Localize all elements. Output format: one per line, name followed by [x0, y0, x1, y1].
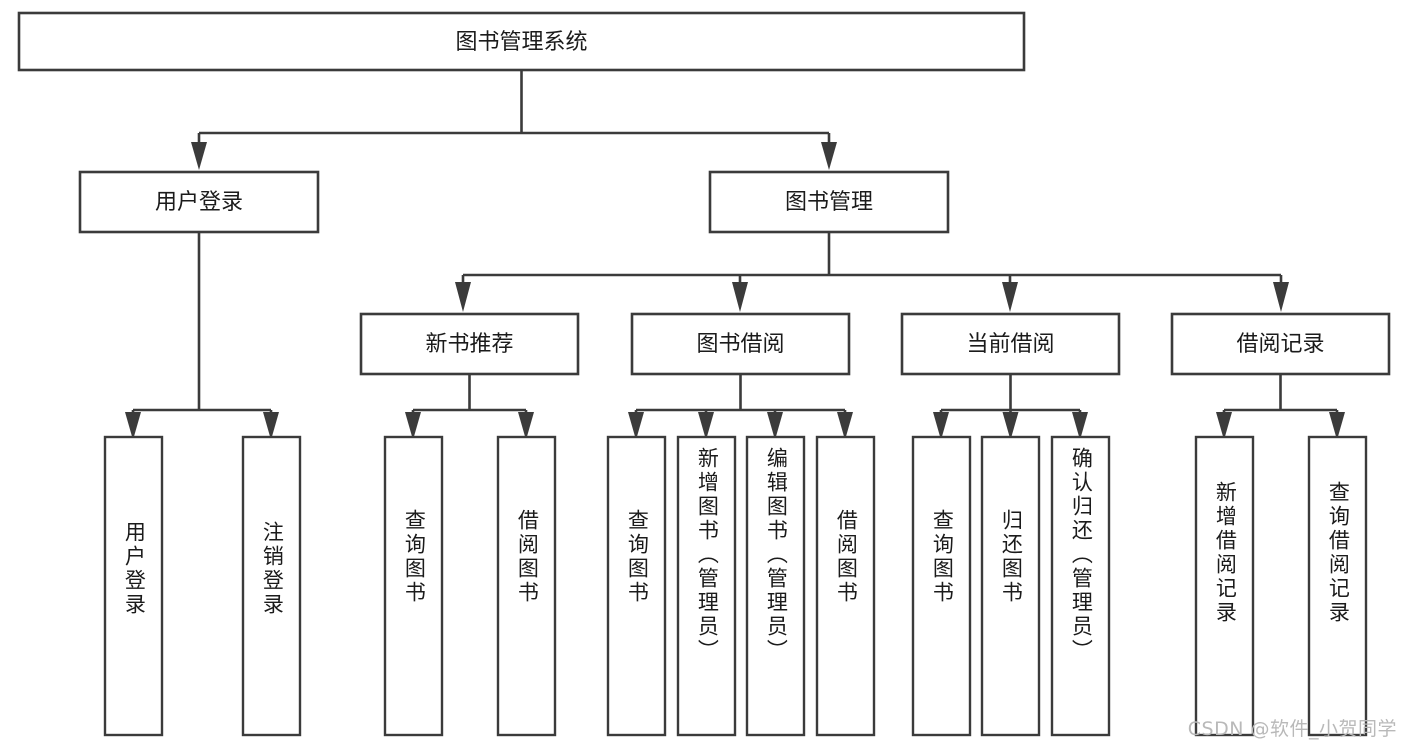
arrowhead-login-leaf2-icon: [263, 412, 279, 440]
arrowhead-bookborrow-leaf1-icon: [628, 412, 644, 440]
node-book-management-rect: [708, 170, 950, 234]
node-current-borrow-label: 当前借阅: [966, 332, 1054, 357]
leaf-user-login-1-rect[interactable]: [241, 435, 302, 737]
leaf-book-borrow-3-rect[interactable]: [815, 435, 876, 737]
arrowhead-newbook-leaf2-icon: [518, 412, 534, 440]
arrowhead-borrowrecord-leaf2-icon: [1329, 412, 1345, 440]
node-new-book-recommend-label: 新书推荐: [425, 332, 513, 357]
leaf-current-borrow-1-rect[interactable]: [980, 435, 1041, 737]
arrowhead-borrowrecord-leaf1-icon: [1216, 412, 1232, 440]
leaf-borrow-record-1-rect[interactable]: [1307, 435, 1368, 737]
arrowhead-currentborrow-icon: [1002, 282, 1018, 312]
arrowhead-bookborrow-leaf4-icon: [837, 412, 853, 440]
node-book-borrow-rect: [630, 312, 851, 376]
node-book-management-label: 图书管理: [785, 190, 873, 215]
arrowhead-newbook-leaf1-icon: [405, 412, 421, 440]
leaf-book-borrow-0-rect[interactable]: [606, 435, 667, 737]
arrowhead-bookmgmt-icon: [821, 142, 837, 170]
arrowhead-login-icon: [191, 142, 207, 170]
csdn-watermark: CSDN @软件_小贺同学: [1187, 718, 1397, 740]
node-new-book-recommend-rect: [359, 312, 580, 376]
arrowhead-currentborrow-leaf2-icon: [1002, 412, 1019, 440]
node-current-borrow-rect: [900, 312, 1121, 376]
leaf-current-borrow-0-rect[interactable]: [911, 435, 972, 737]
node-root[interactable]: 图书管理系统: [17, 11, 1026, 72]
node-book-borrow-label: 图书借阅: [696, 332, 784, 357]
leaf-user-login-0-rect[interactable]: [103, 435, 164, 737]
arrowhead-bookborrow-leaf2-icon: [698, 412, 714, 440]
node-borrow-record-label: 借阅记录: [1236, 332, 1324, 357]
node-borrow-record[interactable]: 借阅记录: [1170, 312, 1391, 376]
arrowhead-bookborrow-leaf3-icon: [767, 412, 783, 440]
node-root-rect: [17, 11, 1026, 72]
arrowhead-login-leaf1-icon: [125, 412, 141, 440]
leaf-book-borrow-1-rect[interactable]: [676, 435, 737, 737]
node-book-management[interactable]: 图书管理: [708, 170, 950, 234]
leaf-borrow-record-0-rect[interactable]: [1194, 435, 1255, 737]
arrowhead-bookborrow-icon: [732, 282, 748, 312]
arrowhead-borrowrecord-icon: [1273, 282, 1289, 312]
leaf-current-borrow-2-rect[interactable]: [1050, 435, 1111, 737]
node-borrow-record-rect: [1170, 312, 1391, 376]
node-current-borrow[interactable]: 当前借阅: [900, 312, 1121, 376]
node-user-login[interactable]: 用户登录: [78, 170, 320, 234]
node-user-login-label: 用户登录: [155, 190, 243, 215]
arrowhead-currentborrow-leaf1-icon: [933, 412, 949, 440]
node-new-book-recommend[interactable]: 新书推荐: [359, 312, 580, 376]
arrowhead-newbook-icon: [455, 282, 471, 312]
node-root-label: 图书管理系统: [455, 30, 587, 55]
leaf-book-borrow-2-rect[interactable]: [745, 435, 806, 737]
leaf-new-book-1-rect[interactable]: [496, 435, 557, 737]
node-book-borrow[interactable]: 图书借阅: [630, 312, 851, 376]
arrowhead-currentborrow-leaf3-icon: [1072, 412, 1088, 440]
leaf-new-book-0-rect[interactable]: [383, 435, 444, 737]
